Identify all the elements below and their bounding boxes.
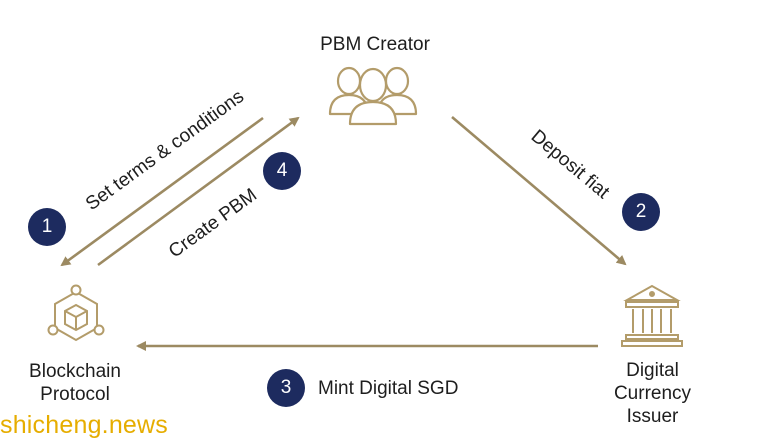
step-1-badge: 1	[28, 208, 66, 246]
watermark-text: shicheng.news	[0, 411, 168, 439]
step-4-badge: 4	[263, 152, 301, 190]
blockchain-label-line2: Protocol	[40, 384, 110, 405]
issuer-label-line3: Issuer	[626, 406, 679, 427]
arrow-set-terms	[60, 116, 264, 267]
issuer-label-line1: Digital	[626, 360, 679, 381]
arrow-deposit-fiat	[451, 116, 627, 266]
step-3-label: Mint Digital SGD	[318, 378, 459, 399]
pbm-creator-label: PBM Creator	[320, 34, 430, 55]
step-2-badge: 2	[622, 193, 660, 231]
step-3-badge: 3	[267, 369, 305, 407]
arrow-create-pbm	[97, 116, 300, 267]
people-icon	[328, 66, 418, 126]
blockchain-label-line1: Blockchain	[29, 361, 121, 382]
currency-issuer-label: Digital Currency Issuer	[590, 359, 715, 428]
issuer-label-line2: Currency	[613, 383, 692, 404]
blockchain-protocol-label: Blockchain Protocol	[10, 360, 140, 406]
blockchain-icon	[47, 284, 105, 342]
bank-icon	[621, 284, 683, 347]
